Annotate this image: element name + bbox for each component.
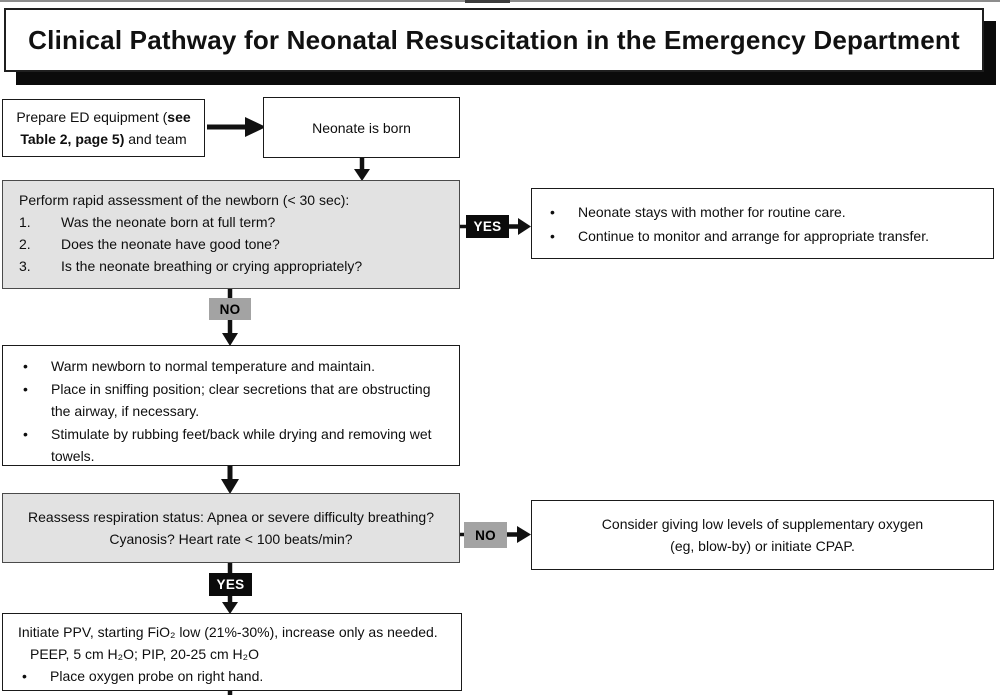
step-prepare-equipment: Prepare ED equipment (see Table 2, page … <box>2 99 205 157</box>
step-reassess-respiration: Reassess respiration status: Apnea or se… <box>2 493 460 563</box>
step-supplementary-oxygen: Consider giving low levels of supplement… <box>531 500 994 570</box>
prepare-text-pre: Prepare ED equipment ( <box>16 109 168 125</box>
arrow-yes-to-routine <box>509 218 531 235</box>
reassess-line-2: Cyanosis? Heart rate < 100 beats/min? <box>109 531 353 547</box>
assessment-item: 2. Does the neonate have good tone? <box>19 233 449 255</box>
bullet-item: • Place oxygen probe on right hand. <box>18 665 453 688</box>
yes-label-text: YES <box>216 577 245 592</box>
decision-label-no-1: NO <box>209 298 251 320</box>
page-top-rule-mark <box>465 0 510 3</box>
oxygen-line-1: Consider giving low levels of supplement… <box>601 516 924 532</box>
bullet-item: • Place in sniffing position; clear secr… <box>19 378 451 423</box>
ppv-line-2: PEEP, 5 cm H₂O; PIP, 20-25 cm H₂O <box>30 646 259 662</box>
arrow-born-to-assessment <box>354 158 370 181</box>
bullet-text: Place oxygen probe on right hand. <box>50 668 264 684</box>
prepare-text-bold: see Table 2, page 5) <box>20 109 191 147</box>
bullet-glyph: • <box>23 380 28 397</box>
bullet-item: • Continue to monitor and arrange for ap… <box>546 224 985 248</box>
assessment-item: 1. Was the neonate born at full term? <box>19 211 449 233</box>
decision-label-yes-2: YES <box>209 573 252 596</box>
assessment-item-number: 3. <box>19 258 31 274</box>
no-label-text: NO <box>219 301 241 317</box>
no-label-text: NO <box>475 527 496 543</box>
bullet-glyph: • <box>23 425 28 442</box>
bullet-text: Warm newborn to normal temperature and m… <box>51 358 375 374</box>
bullet-glyph: • <box>550 203 555 220</box>
bullet-text: Continue to monitor and arrange for appr… <box>578 227 929 244</box>
step-warm-stimulate: • Warm newborn to normal temperature and… <box>2 345 460 466</box>
bullet-glyph: • <box>550 227 555 244</box>
step-rapid-assessment: Perform rapid assessment of the newborn … <box>2 180 460 289</box>
prepare-text: Prepare ED equipment (see Table 2, page … <box>14 106 194 150</box>
arrow-prepare-to-born <box>207 117 266 137</box>
neonate-born-text: Neonate is born <box>312 119 411 136</box>
bullet-glyph: • <box>22 668 27 684</box>
arrow-no-to-oxygen <box>507 526 531 543</box>
bullet-text: Place in sniffing position; clear secret… <box>51 380 431 420</box>
arrow-warm-to-reassess <box>221 466 239 494</box>
bullet-item: • Stimulate by rubbing feet/back while d… <box>19 423 451 468</box>
bullet-item: • Neonate stays with mother for routine … <box>546 200 985 224</box>
assessment-item-text: Is the neonate breathing or crying appro… <box>61 258 363 274</box>
ppv-line-1: Initiate PPV, starting FiO₂ low (21%-30%… <box>18 624 438 640</box>
step-neonate-born: Neonate is born <box>263 97 460 158</box>
yes-label-text: YES <box>473 219 502 234</box>
page-title: Clinical Pathway for Neonatal Resuscitat… <box>28 24 960 55</box>
assessment-item-number: 1. <box>19 214 31 230</box>
bullet-text: Stimulate by rubbing feet/back while dry… <box>51 425 432 465</box>
decision-label-yes-1: YES <box>466 215 509 238</box>
reassess-line-1: Reassess respiration status: Apnea or se… <box>28 509 434 525</box>
step-initiate-ppv: Initiate PPV, starting FiO₂ low (21%-30%… <box>2 613 462 691</box>
assessment-item-text: Was the neonate born at full term? <box>61 214 276 230</box>
title-banner: Clinical Pathway for Neonatal Resuscitat… <box>4 8 984 72</box>
assessment-item: 3. Is the neonate breathing or crying ap… <box>19 255 449 277</box>
bullet-item: • Warm newborn to normal temperature and… <box>19 355 451 378</box>
decision-label-no-2: NO <box>464 522 507 548</box>
oxygen-line-2: (eg, blow-by) or initiate CPAP. <box>670 538 855 554</box>
bullet-text: Neonate stays with mother for routine ca… <box>578 203 846 220</box>
step-routine-care: • Neonate stays with mother for routine … <box>531 188 994 259</box>
arrow-yes-to-ppv <box>222 596 238 614</box>
assessment-lead-text: Perform rapid assessment of the newborn … <box>19 192 350 208</box>
arrow-no-to-warm <box>222 320 238 346</box>
assessment-item-text: Does the neonate have good tone? <box>61 236 280 252</box>
assessment-item-number: 2. <box>19 236 31 252</box>
bullet-glyph: • <box>23 358 28 374</box>
prepare-text-post: and team <box>124 131 187 147</box>
